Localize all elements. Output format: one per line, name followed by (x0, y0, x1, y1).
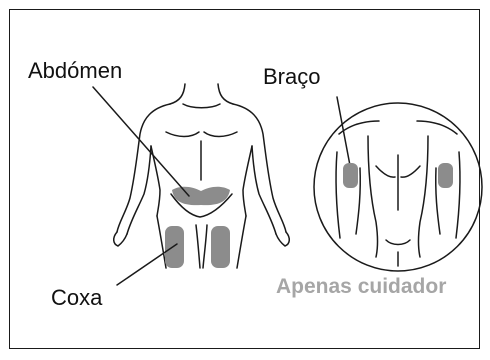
abdomen-pointer-line (92, 86, 190, 197)
right-arm-injection-area (438, 163, 453, 188)
thigh-label: Coxa (51, 285, 103, 310)
right-thigh-injection-area (211, 226, 230, 268)
caregiver-zone-circle (313, 102, 483, 272)
left-arm-injection-area (343, 163, 358, 188)
arm-label: Braço (263, 64, 321, 89)
arm-pointer-line (336, 96, 353, 177)
pointer-lines (92, 86, 353, 286)
abdomen-label: Abdómen (28, 58, 123, 83)
back-upper-arms-figure (313, 102, 483, 272)
front-injection-sites (165, 186, 230, 268)
caregiver-only-label: Apenas cuidador (276, 275, 447, 298)
front-body-figure (113, 83, 290, 269)
abdomen-injection-area (172, 186, 230, 206)
thigh-pointer-line (116, 243, 178, 286)
left-thigh-injection-area (165, 226, 184, 268)
